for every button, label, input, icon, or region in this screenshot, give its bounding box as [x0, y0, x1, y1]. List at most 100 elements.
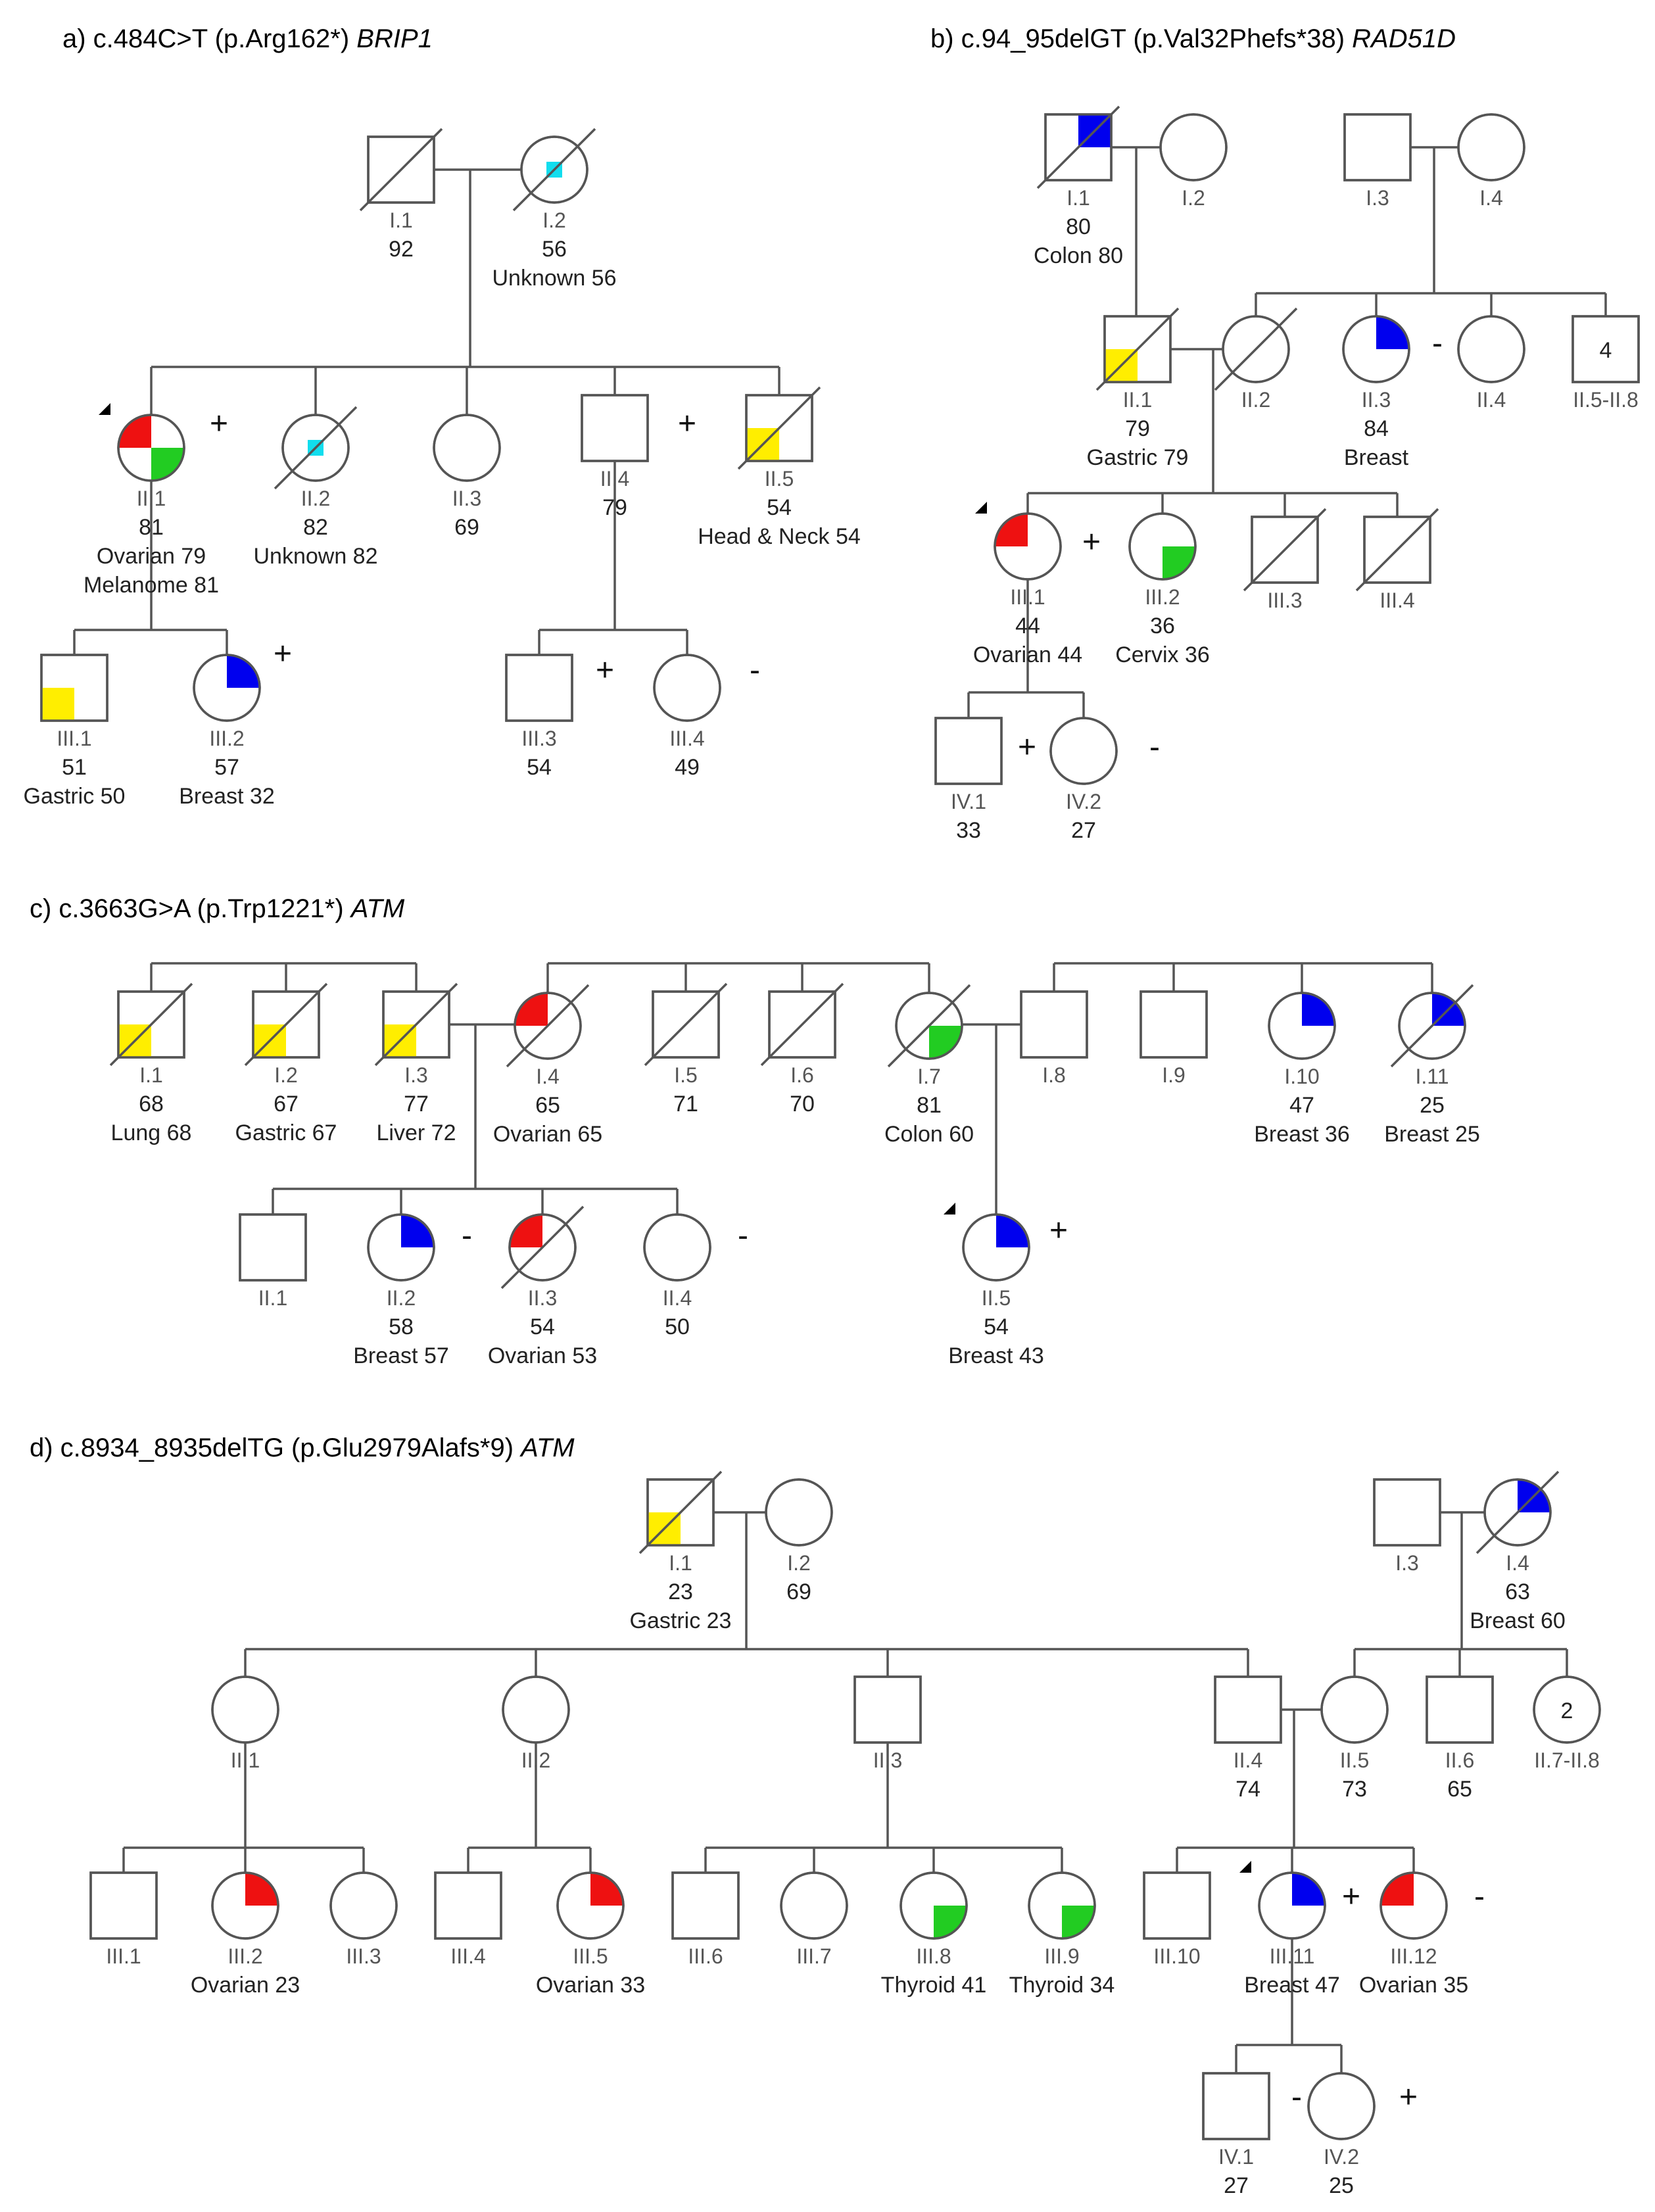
- person-info-label: 23: [668, 1579, 693, 1604]
- symbol-outline: [89, 1871, 158, 1940]
- person-info-label: Gastric 23: [630, 1608, 732, 1633]
- person-info-label: Unknown 82: [253, 544, 377, 569]
- symbol-outline: [853, 1675, 922, 1744]
- panel-b-gene: RAD51D: [1352, 24, 1456, 53]
- person-info-label: Cervix 36: [1115, 642, 1210, 667]
- person-c-i-9: I.9: [1139, 990, 1208, 1087]
- symbol-outline: [117, 414, 185, 482]
- symbol-outline: [514, 992, 582, 1060]
- person-info-label: 84: [1364, 416, 1389, 441]
- person-a-iii-3: III.354: [505, 654, 573, 780]
- person-id-label: III.4: [450, 1944, 485, 1968]
- person-id-label: II.2: [1241, 388, 1270, 412]
- person-c-i-6: I.670: [760, 982, 844, 1117]
- person-id-label: I.2: [274, 1063, 298, 1087]
- person-info-label: Ovarian 65: [493, 1122, 602, 1147]
- person-id-label: II.3: [1362, 388, 1391, 412]
- deceased-slash: [1355, 508, 1439, 592]
- person-info-label: Thyroid 34: [1009, 1973, 1115, 1998]
- symbol-outline: [433, 414, 501, 482]
- person-info-label: 47: [1289, 1093, 1314, 1118]
- person-id-label: II.2: [387, 1286, 416, 1310]
- test-result-sign: -: [1149, 730, 1160, 765]
- person-id-label: II.1: [258, 1286, 287, 1310]
- person-id-label: I.1: [669, 1551, 692, 1575]
- person-id-label: II.5: [1340, 1748, 1369, 1772]
- symbol-outline: [1533, 1675, 1601, 1744]
- symbol-outline: [508, 1213, 577, 1282]
- person-id-label: I.11: [1416, 1065, 1449, 1088]
- male-symbol: [853, 1675, 922, 1744]
- person-info-label: 69: [454, 515, 479, 540]
- symbol-outline: [899, 1871, 968, 1940]
- symbol-outline: [1343, 113, 1412, 181]
- symbol-outline: [193, 654, 261, 722]
- person-info-label: Liver 72: [377, 1120, 456, 1145]
- person-info-label: Colon 80: [1034, 243, 1123, 268]
- sibling-count: 4: [1600, 338, 1612, 363]
- symbol-outline: [1020, 990, 1088, 1059]
- person-info-label: 54: [767, 495, 792, 520]
- person-id-label: II.5: [765, 467, 794, 491]
- person-d-ii-1: II.1: [211, 1675, 279, 1772]
- test-result-sign: -: [738, 1218, 748, 1253]
- test-result-sign: +: [210, 406, 228, 441]
- person-info-label: 70: [790, 1092, 815, 1117]
- person-id-label: IV.2: [1324, 2145, 1359, 2169]
- person-d-ii-5: II.573: [1320, 1675, 1389, 1802]
- person-info-label: Breast 25: [1384, 1122, 1480, 1147]
- person-c-i-8: I.8: [1020, 990, 1088, 1087]
- symbol-outline: [1214, 1675, 1282, 1744]
- person-info-label: Head & Neck 54: [698, 524, 861, 549]
- test-result-sign: -: [1474, 1879, 1485, 1914]
- person-d-iii-6: III.6: [671, 1871, 740, 1968]
- person-b-i-3: I.3: [1343, 113, 1412, 210]
- male-symbol: [1343, 113, 1412, 181]
- symbol-outline: [556, 1871, 625, 1940]
- test-result-sign: +: [678, 406, 696, 441]
- symbol-outline: [117, 990, 185, 1059]
- symbol-outline: [643, 1213, 711, 1282]
- person-a-ii-3: II.369: [433, 414, 501, 540]
- person-info-label: 25: [1420, 1093, 1445, 1118]
- symbol-outline: [1320, 1675, 1389, 1744]
- person-id-label: I.4: [536, 1065, 560, 1088]
- symbol-outline: [768, 990, 836, 1059]
- person-info-label: 63: [1505, 1579, 1530, 1604]
- person-id-label: I.7: [917, 1065, 941, 1088]
- test-result-sign: +: [1342, 1879, 1360, 1914]
- symbol-outline: [1128, 512, 1197, 581]
- person-id-label: II.2: [521, 1748, 550, 1772]
- person-id-label: III.2: [209, 727, 244, 750]
- person-info-label: Ovarian 53: [488, 1343, 597, 1368]
- person-id-label: III.11: [1270, 1944, 1315, 1968]
- symbol-outline: [40, 654, 108, 722]
- panel-a-gene: BRIP1: [356, 24, 433, 53]
- symbol-outline: [1139, 990, 1208, 1059]
- person-d-i-3: I.3: [1373, 1478, 1441, 1575]
- person-info-label: 74: [1235, 1777, 1260, 1802]
- symbol-outline: [934, 717, 1003, 785]
- person-id-label: II.2: [301, 487, 330, 510]
- person-info-label: Breast 57: [353, 1343, 449, 1368]
- person-id-label: II.5: [982, 1286, 1011, 1310]
- symbol-outline: [520, 135, 588, 204]
- proband-arrow-icon: [944, 1203, 955, 1214]
- panel-b-title: b) c.94_95delGT (p.Val32Phefs*38) RAD51D: [930, 24, 1456, 53]
- person-id-label: I.1: [389, 208, 413, 232]
- affected-quadrant-bl: [41, 688, 74, 721]
- person-info-label: Ovarian 35: [1359, 1973, 1468, 1998]
